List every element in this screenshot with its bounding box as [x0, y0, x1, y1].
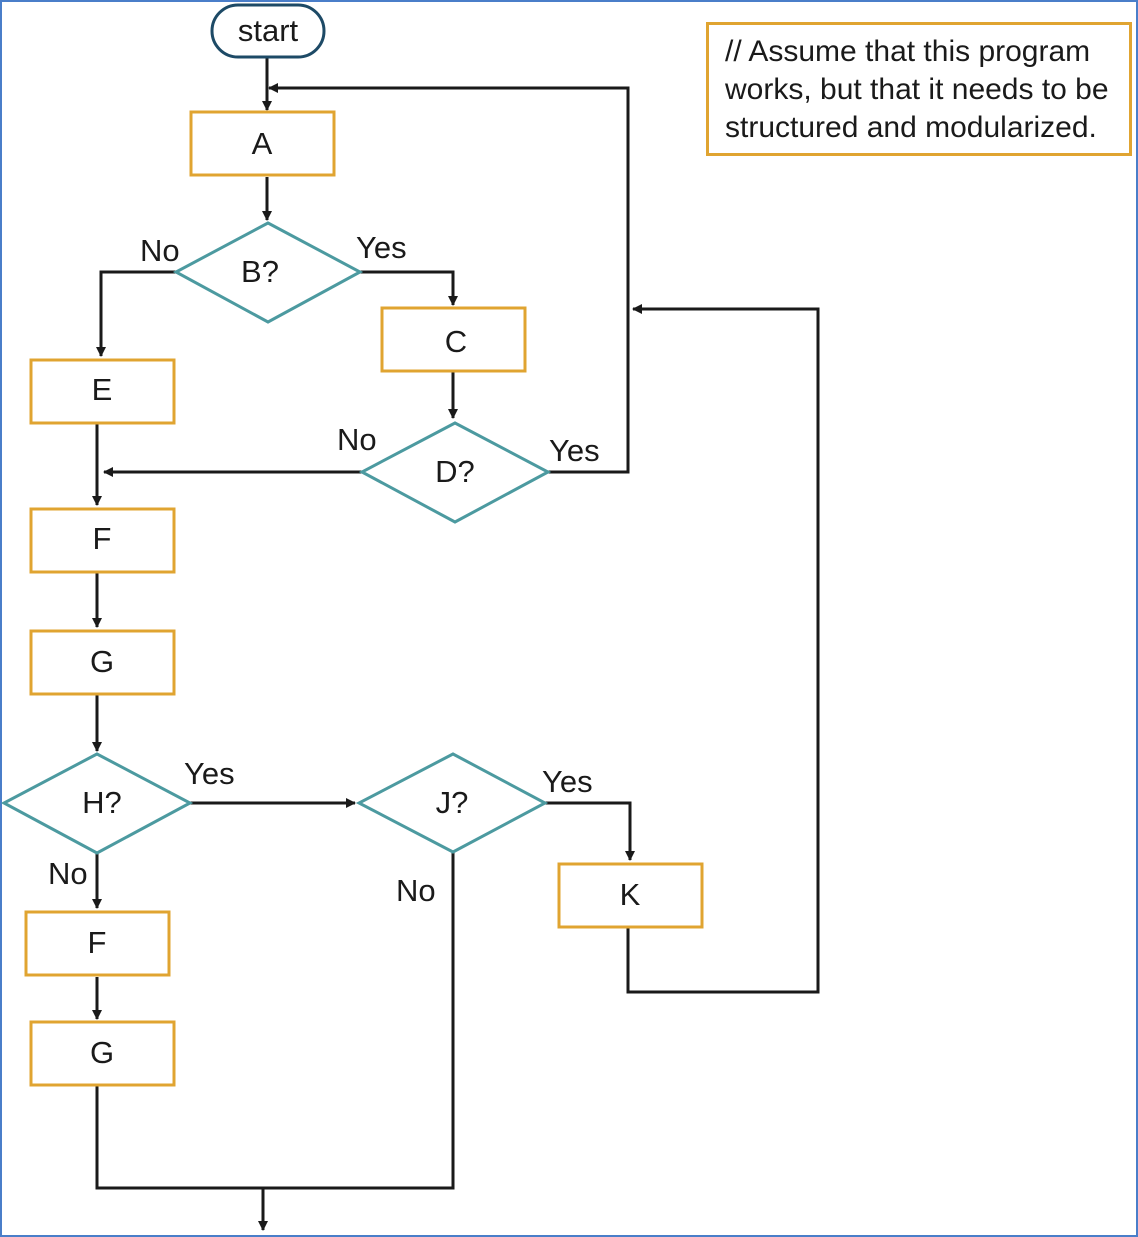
decision-j: J? — [355, 752, 549, 854]
process-k-label: K — [620, 877, 641, 912]
note-line-1: // Assume that this program — [725, 35, 1091, 68]
branch-h-yes: Yes — [184, 756, 235, 791]
assumption-note: // Assume that this program works, but t… — [706, 22, 1132, 156]
connector-k-loop-d — [626, 304, 820, 994]
branch-d-no: No — [337, 422, 377, 457]
branch-b-no: No — [140, 233, 180, 268]
start-label: start — [238, 13, 299, 48]
process-g-upper: G — [29, 629, 176, 696]
process-a: A — [189, 110, 336, 177]
decision-h: H? — [0, 752, 194, 855]
process-g-lower-label: G — [90, 1035, 114, 1070]
process-f-lower-label: F — [88, 925, 107, 960]
connector-b-no-e — [96, 270, 176, 357]
connector-g-exit — [95, 852, 455, 1190]
note-line-2: works, but that it needs to be — [725, 73, 1109, 106]
decision-d: D? — [358, 421, 552, 524]
process-k: K — [557, 862, 704, 929]
branch-b-yes: Yes — [356, 230, 407, 265]
process-g-upper-label: G — [90, 644, 114, 679]
process-c-label: C — [445, 324, 467, 359]
process-f-upper-label: F — [93, 521, 112, 556]
process-f-lower: F — [24, 910, 171, 977]
decision-h-label: H? — [82, 785, 122, 820]
start-terminator: start — [210, 3, 326, 59]
connectors — [92, 58, 820, 1231]
decision-d-label: D? — [435, 454, 475, 489]
connector-d-yes-loop-a — [268, 83, 630, 474]
branch-d-yes: Yes — [549, 433, 600, 468]
decision-b-label: B? — [241, 254, 279, 289]
note-line-3: structured and modularized. — [725, 111, 1097, 144]
process-e-label: E — [92, 372, 113, 407]
connector-b-yes-c — [360, 270, 458, 306]
decision-j-label: J? — [436, 785, 469, 820]
process-g-lower: G — [29, 1020, 176, 1087]
process-c: C — [380, 306, 527, 373]
process-e: E — [29, 358, 176, 425]
decision-b: B? — [172, 221, 364, 324]
process-a-label: A — [252, 126, 273, 161]
connector-j-yes-k — [545, 801, 635, 861]
process-f-upper: F — [29, 507, 176, 574]
branch-j-yes: Yes — [542, 764, 593, 799]
branch-labels: No Yes No Yes Yes No Yes No — [48, 230, 600, 908]
branch-j-no: No — [396, 873, 436, 908]
branch-h-no: No — [48, 856, 88, 891]
